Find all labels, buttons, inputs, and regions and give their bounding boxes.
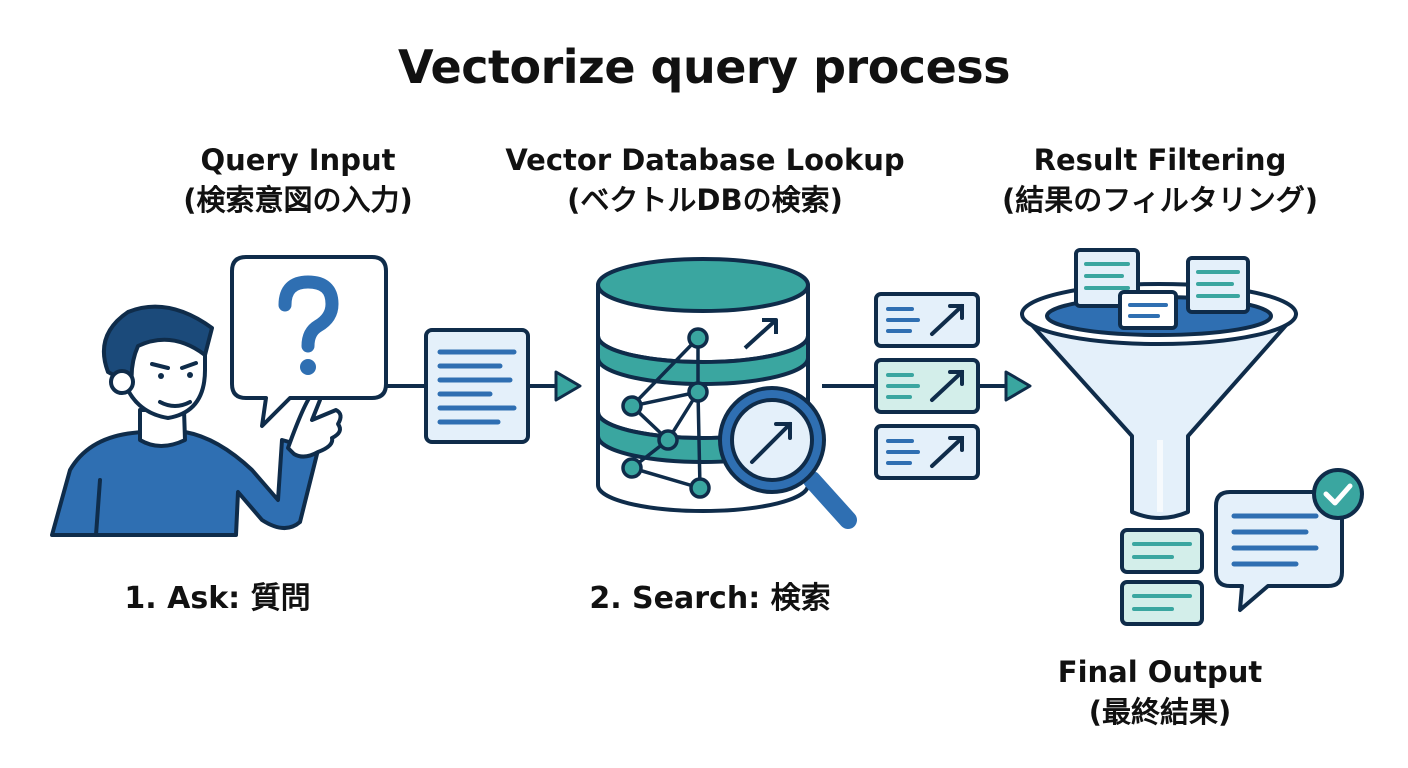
final-output-subheading: (最終結果) [1088,695,1232,729]
stage-vector-lookup-heading: Vector Database Lookup [505,143,905,177]
person-icon [50,304,343,537]
final-output-heading: Final Output [1057,655,1263,689]
final-output: Final Output (最終結果) [1030,652,1290,732]
connector-arrow-2 [822,370,1032,402]
step-ask-label: 1. Ask: 質問 [124,581,311,616]
check-badge-icon [1312,468,1364,520]
question-bubble-icon [230,255,388,428]
result-card-icon-1 [874,292,980,348]
stage-result-filtering-heading: Result Filtering [1033,143,1287,177]
stage-query-input-subheading: (検索意図の入力) [183,183,413,217]
funnel-document-icons [1074,248,1250,330]
result-card-icon-2 [874,358,980,414]
stage-vector-lookup: Vector Database Lookup (ベクトルDBの検索) [465,140,945,220]
connector-arrow-1 [386,370,582,402]
result-card-icon-3 [874,424,980,480]
magnifier-icon [718,386,857,529]
output-card-icons [1120,528,1204,626]
stage-query-input: Query Input (検索意図の入力) [148,140,448,220]
stage-query-input-heading: Query Input [200,143,396,177]
chat-bubble-icon [1214,490,1344,612]
document-icon [424,328,530,444]
diagram-title: Vectorize query process [397,40,1011,94]
stage-result-filtering-subheading: (結果のフィルタリング) [1002,183,1318,217]
stage-result-filtering: Result Filtering (結果のフィルタリング) [960,140,1360,220]
step-search-label: 2. Search: 検索 [589,581,831,616]
stage-vector-lookup-subheading: (ベクトルDBの検索) [567,183,843,217]
